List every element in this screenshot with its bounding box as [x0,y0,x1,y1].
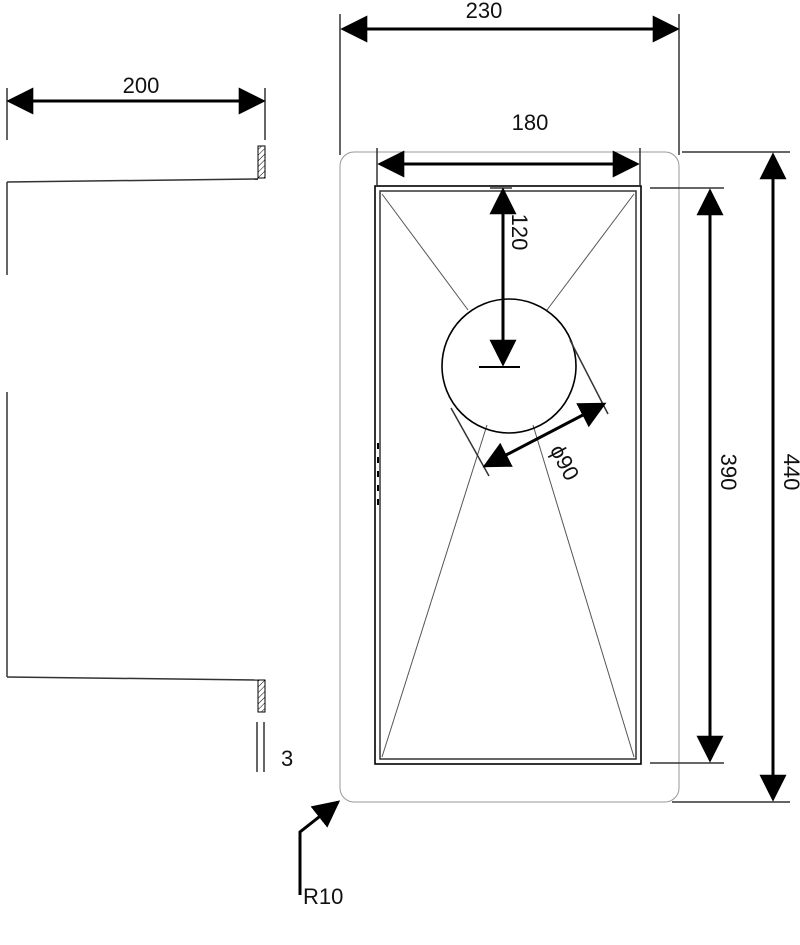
bowl-width-label: 180 [512,110,549,135]
slope-line-top-right [546,193,635,311]
section-width-label: 200 [123,73,160,98]
drain-diameter-dimension-line [482,402,607,468]
section-bottom-flange [6,676,259,681]
bowl-length-label: 390 [716,454,741,491]
diameter-tangent-left [450,407,490,477]
corner-radius-label: R10 [303,884,343,909]
slope-line-bottom-right [532,424,635,758]
thickness-label: 3 [281,746,293,771]
section-top-flange [6,178,259,183]
bowl-rim-outer [374,185,642,765]
section-top-wall-cut [257,145,266,179]
drain-diameter-label: ϕ90 [545,440,584,484]
plan-view [298,14,790,895]
slope-line-top-left [381,193,469,311]
overall-length-label: 440 [779,454,800,491]
overall-width-label: 230 [466,0,503,23]
drain-offset-label: 120 [507,214,532,251]
slope-line-bottom-left [381,424,488,758]
section-bottom-wall-cut [257,679,266,713]
diameter-tangent-right [569,339,609,415]
side-section-view [6,87,266,772]
corner-radius-leader [298,800,341,895]
bowl-rim-inner [379,190,637,760]
